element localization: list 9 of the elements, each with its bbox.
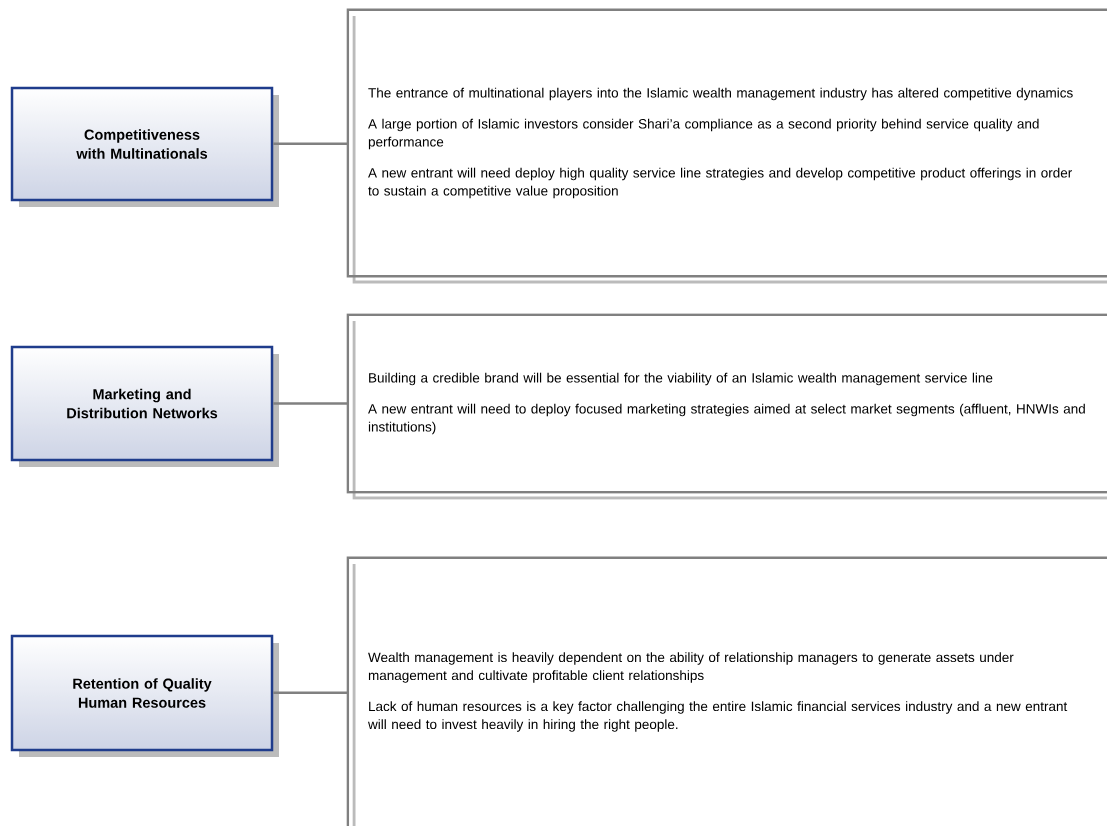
connector-line <box>273 142 348 145</box>
label-box: Competitiveness with Multinationals <box>10 86 279 207</box>
text-panel: Wealth management is heavily dependent on the ability of relationship managers to generate assets under management and cultivate profitable client relationships Lack of human resources is a key factor challenging the entire Islamic financial services industry and a new entrant will need to invest heavily in hiring the right people. <box>346 556 1107 826</box>
text-panel: The entrance of multinational players into the Islamic wealth management industry has altered competitive dynamics A large portion of Islamic investors consider Shari’a compliance as a second priority behind service quality and performance A new entrant will need deploy high quality service line strategies and develop competitive product offerings in order to sustain a competitive value proposition <box>346 8 1107 284</box>
label-box: Retention of Quality Human Resources <box>10 634 279 757</box>
connector-line <box>273 402 348 405</box>
label-box: Marketing and Distribution Networks <box>10 345 279 467</box>
connector-line <box>273 691 348 694</box>
text-panel: Building a credible brand will be essential for the viability of an Islamic wealth management service line A new entrant will need to deploy focused marketing strategies aimed at select market segments (affluent, HNWIs and institutions) <box>346 313 1107 500</box>
